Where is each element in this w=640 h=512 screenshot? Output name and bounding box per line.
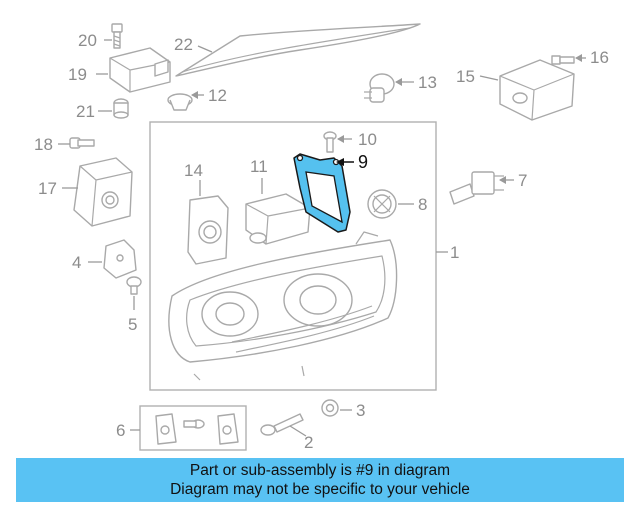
headlamp-housing <box>168 231 398 381</box>
callout-8: 8 <box>418 195 427 214</box>
part-3-nut <box>321 399 339 417</box>
info-banner: Part or sub-assembly is #9 in diagram Di… <box>16 458 624 502</box>
banner-line-part: Part or sub-assembly is #9 in diagram <box>189 462 451 479</box>
part-13-bulb <box>364 73 395 103</box>
callout-21: 21 <box>76 102 95 121</box>
part-8-cap <box>367 189 397 219</box>
banner-line-disclaimer: Diagram may not be specific to your vehi… <box>170 481 470 498</box>
part-14-bracket <box>187 195 229 265</box>
callout-7: 7 <box>518 171 527 190</box>
headlamp-assembly-frame <box>149 121 437 391</box>
callout-20: 20 <box>78 31 97 50</box>
part-18-screw <box>69 137 95 149</box>
part-6-brackets <box>155 413 239 445</box>
part-11-leveling-motor <box>245 193 311 245</box>
callout-16: 16 <box>590 48 609 67</box>
part-17-control-unit <box>73 157 133 227</box>
callout-5: 5 <box>128 315 137 334</box>
callout-13: 13 <box>418 73 437 92</box>
callout-4: 4 <box>72 253 81 272</box>
parts-diagram: 20 19 21 22 12 13 15 <box>34 23 609 452</box>
callout-12: 12 <box>208 86 227 105</box>
part-20-screw <box>111 23 123 49</box>
part-2-bolt <box>260 413 304 436</box>
callout-22: 22 <box>174 35 193 54</box>
part-16-screw <box>551 55 575 65</box>
callout-6: 6 <box>116 421 125 440</box>
callout-9: 9 <box>358 152 368 172</box>
callout-3: 3 <box>356 401 365 420</box>
callout-17: 17 <box>38 179 57 198</box>
part-7-xenon-bulb <box>449 171 504 205</box>
part-9-bracket-highlighted <box>293 153 351 233</box>
callout-2: 2 <box>304 433 313 452</box>
callout-14: 14 <box>184 161 203 180</box>
part-21-nut <box>113 98 129 119</box>
callout-18: 18 <box>34 135 53 154</box>
callout-15: 15 <box>456 67 475 86</box>
part-12-grommet <box>167 93 193 111</box>
callout-10: 10 <box>358 130 377 149</box>
part-15-ballast <box>499 59 575 121</box>
part-19-control-module <box>109 47 171 93</box>
callout-1: 1 <box>450 243 459 262</box>
part-4-bracket <box>103 239 137 279</box>
part-22-trim-strip <box>175 23 421 77</box>
part-6-kit-frame <box>139 405 247 451</box>
callout-11: 11 <box>250 157 268 176</box>
part-5-screw <box>126 276 142 295</box>
callout-19: 19 <box>68 65 87 84</box>
part-10-screw <box>323 131 337 153</box>
